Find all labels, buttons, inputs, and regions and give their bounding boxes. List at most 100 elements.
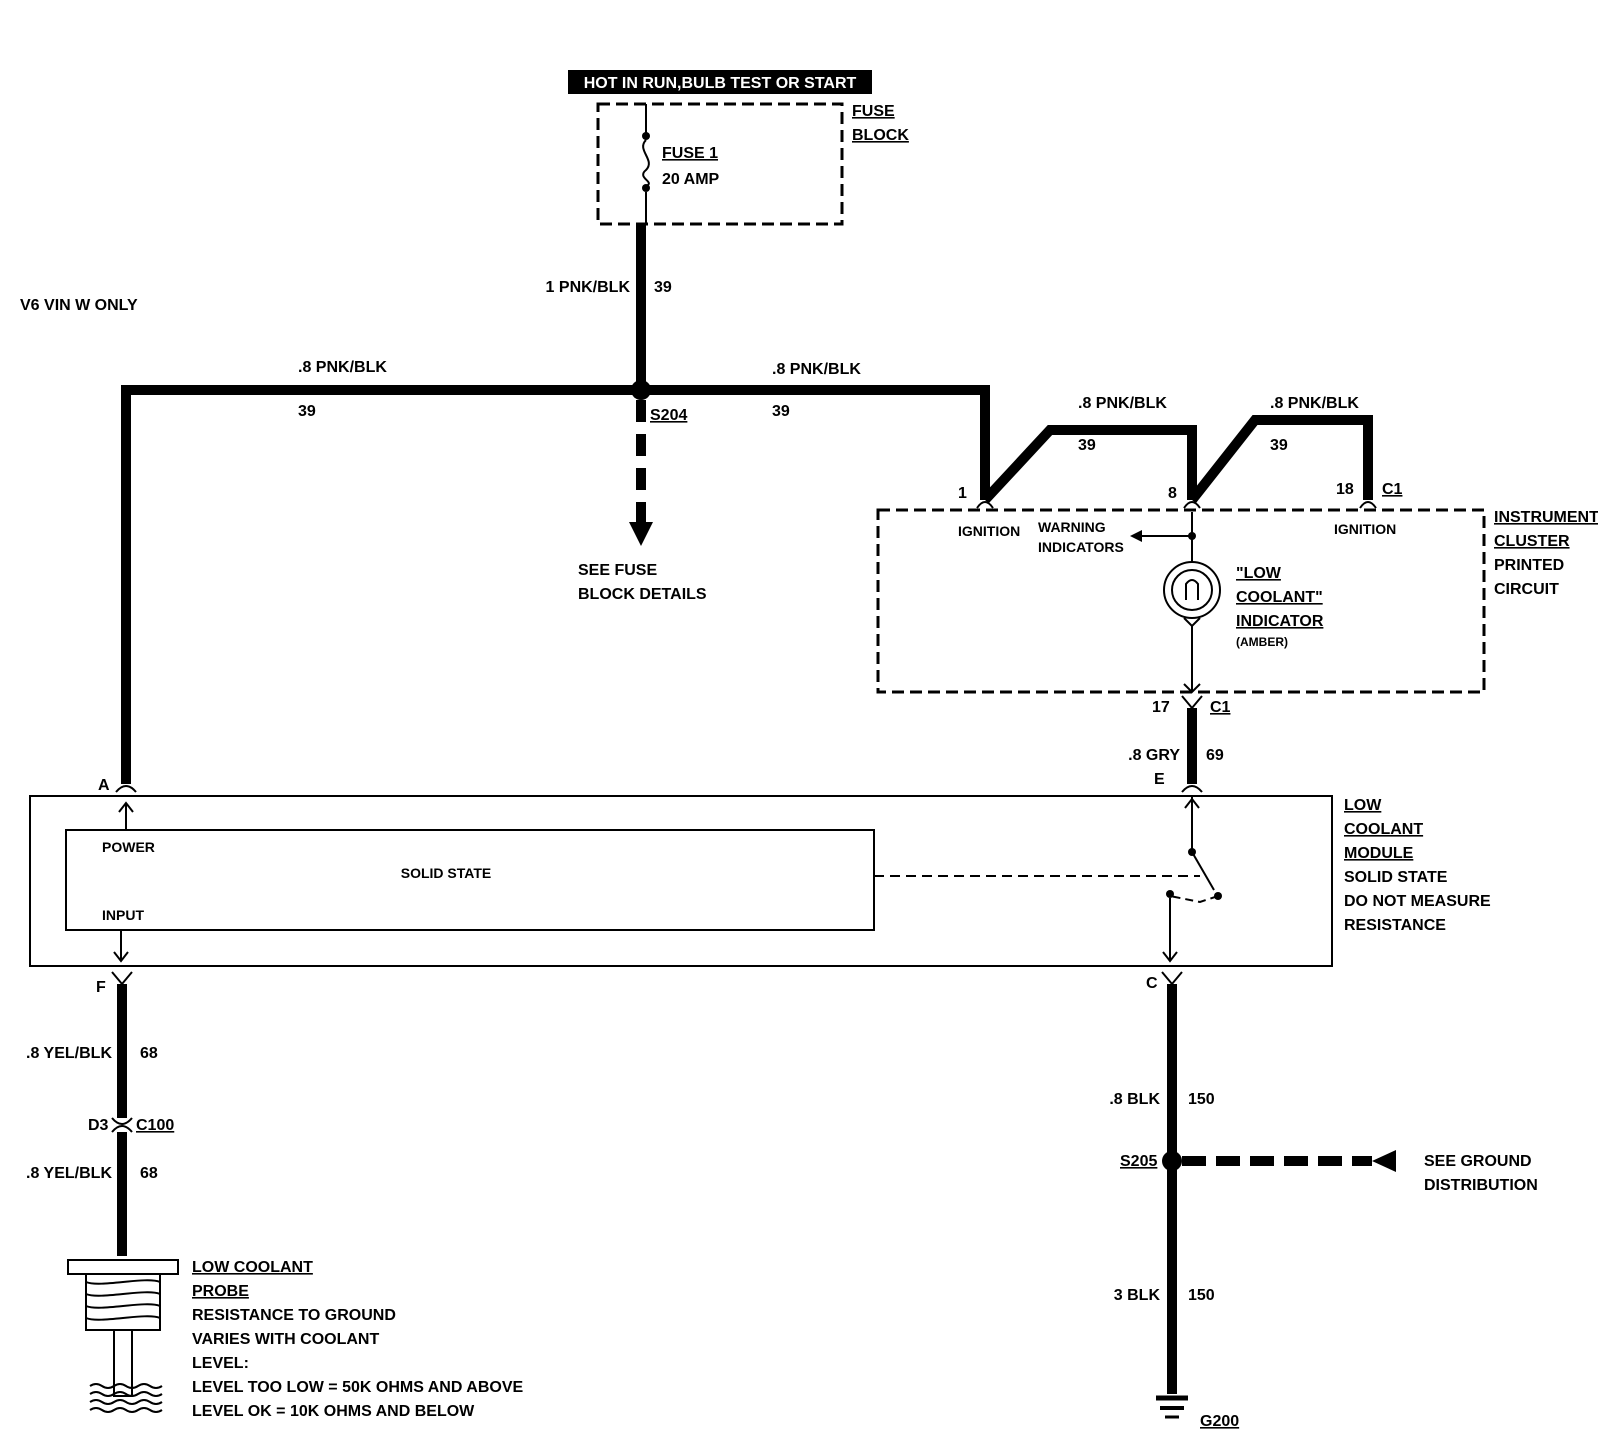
low-coolant-bulb-icon [1163,561,1221,619]
probe-title-2: PROBE [192,1283,249,1300]
indicator-label-3: INDICATOR [1236,613,1324,630]
wire-probe-lower-circuit: 68 [140,1165,158,1182]
wire-left-branch-gauge: .8 PNK/BLK [298,359,387,376]
wire-cluster-jumper-2 [1188,415,1373,504]
module-label-1: LOW [1344,797,1382,814]
c100-connector-upper [111,1117,133,1125]
module-label-4: SOLID STATE [1344,869,1448,886]
terminal-pin-8 [1183,501,1201,509]
ground-icon [1156,1395,1188,1419]
cluster-ignition-right: IGNITION [1334,521,1396,537]
low-coolant-module-outline [29,795,1333,967]
module-power-label: POWER [102,839,155,855]
arrow-up-switch-icon [1184,797,1200,809]
splice-s205-dot [1162,1151,1182,1171]
probe-desc-4: LEVEL TOO LOW = 50K OHMS AND ABOVE [192,1379,523,1396]
fuse-block-label-2: BLOCK [852,127,909,144]
fuse-terminal-bottom [642,184,650,192]
module-pin-c: C [1146,975,1158,992]
wire-probe-upper-circuit: 68 [140,1045,158,1062]
indicator-label-2: COOLANT" [1236,589,1323,606]
wire-right-branch [641,385,990,500]
wire-main-feed-circuit: 39 [654,279,672,296]
cluster-connector-top: C1 [1382,481,1403,498]
arrow-up-icon [118,801,134,813]
power-banner-box [568,70,872,94]
wire-main-feed-gauge: 1 PNK/BLK [546,279,631,296]
arrow-left-ground-icon [1372,1150,1396,1172]
wire-ground-upper-circuit: 150 [1188,1091,1215,1108]
see-ground-distribution-2: DISTRIBUTION [1424,1177,1538,1194]
module-label-6: RESISTANCE [1344,917,1446,934]
chevron-down-icon [1183,683,1201,694]
terminal-pin-18 [1359,501,1377,509]
arrow-down-icon [629,522,653,546]
cluster-pin-1: 1 [958,485,967,502]
see-fuse-details-2: BLOCK DETAILS [578,586,707,603]
terminal-pin-a [115,785,137,793]
wire-left-branch-circuit: 39 [298,403,316,420]
c100-name: C100 [136,1117,174,1134]
arrow-down-small-icon [113,951,129,963]
module-label-2: COOLANT [1344,821,1423,838]
wire-cluster-jumper-1 [981,425,1197,504]
cluster-ignition-left: IGNITION [958,523,1020,539]
switch-contact-link [1169,895,1219,904]
wire-ground-lower-circuit: 150 [1188,1287,1215,1304]
see-ground-distribution-1: SEE GROUND [1424,1153,1532,1170]
wire-right-branch-gauge: .8 PNK/BLK [772,361,861,378]
solid-state-label: SOLID STATE [401,865,491,881]
terminal-pin-e [1181,785,1203,793]
solid-state-box [65,829,875,931]
variant-note: V6 VIN W ONLY [20,297,138,314]
terminal-pin-17 [1181,695,1203,710]
module-input-label: INPUT [102,907,144,923]
module-pin-a: A [98,777,110,794]
bulb-filament [1185,579,1199,600]
fuse-element-icon [642,139,650,187]
fuse-name: FUSE 1 [662,145,718,162]
c100-connector-lower [111,1125,133,1133]
cluster-pin-18: 18 [1336,481,1354,498]
wire-indicator-return-gauge: .8 GRY [1128,747,1180,764]
bulb-chevron [1183,617,1201,628]
wire-cluster-jumper-2-circuit: 39 [1270,437,1288,454]
module-pin-f: F [96,979,106,996]
low-coolant-probe-icon [67,1259,179,1413]
module-label-5: DO NOT MEASURE [1344,893,1491,910]
power-banner: HOT IN RUN,BULB TEST OR START [584,75,857,92]
cluster-label-1: INSTRUMENT [1494,509,1598,526]
bulb-inner-ring [1171,569,1213,611]
wire-probe-lower-gauge: .8 YEL/BLK [26,1165,112,1182]
probe-desc-5: LEVEL OK = 10K OHMS AND BELOW [192,1403,475,1420]
module-label-3: MODULE [1344,845,1414,862]
probe-title-1: LOW COOLANT [192,1259,313,1276]
wire-probe-upper-gauge: .8 YEL/BLK [26,1045,112,1062]
wire-ground-upper-gauge: .8 BLK [1109,1091,1160,1108]
see-fuse-details-1: SEE FUSE [578,562,657,579]
cluster-pin-8: 8 [1168,485,1177,502]
fuse-terminal-top [642,132,650,140]
wire-cluster-jumper-2-gauge: .8 PNK/BLK [1270,395,1359,412]
probe-desc-3: LEVEL: [192,1355,249,1372]
indicator-color: (AMBER) [1236,635,1288,649]
terminal-pin-1 [976,501,994,509]
fuse-block-label-1: FUSE [852,103,895,120]
wire-indicator-return-circuit: 69 [1206,747,1224,764]
wire-ground-lower-gauge: 3 BLK [1114,1287,1161,1304]
module-pin-e: E [1154,771,1165,788]
ground-g200: G200 [1200,1413,1239,1430]
fuse-rating: 20 AMP [662,171,720,188]
cluster-connector-bottom: C1 [1210,699,1231,716]
arrow-down-switch-icon [1162,951,1178,963]
wire-cluster-jumper-1-gauge: .8 PNK/BLK [1078,395,1167,412]
indicator-label-1: "LOW [1236,565,1282,582]
probe-desc-2: VARIES WITH COOLANT [192,1331,379,1348]
cluster-pin-17: 17 [1152,699,1170,716]
fuse-block-outline [596,102,844,226]
wire-right-branch-circuit: 39 [772,403,790,420]
instrument-cluster-outline [876,508,1486,694]
switch-blade [1191,851,1215,891]
cluster-label-2: CLUSTER [1494,533,1570,550]
terminal-pin-c [1161,971,1183,986]
